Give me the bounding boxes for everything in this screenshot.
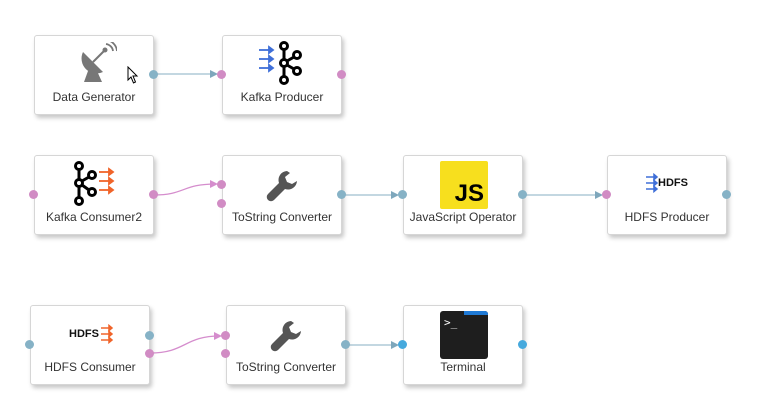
- terminal-icon: >_: [440, 311, 488, 359]
- input-port[interactable]: [398, 340, 407, 349]
- node-label: ToString Converter: [235, 360, 337, 374]
- input-port[interactable]: [221, 349, 230, 358]
- input-port[interactable]: [25, 340, 34, 349]
- output-port[interactable]: [518, 340, 527, 349]
- kafka-producer-icon: [257, 41, 309, 90]
- node-hdfs-consumer[interactable]: HDFS HDFS Consumer: [30, 305, 150, 385]
- output-port[interactable]: [149, 70, 158, 79]
- node-javascript-operator[interactable]: JS JavaScript Operator: [403, 155, 523, 235]
- output-port[interactable]: [337, 70, 346, 79]
- input-port[interactable]: [217, 199, 226, 208]
- input-port[interactable]: [398, 190, 407, 199]
- hdfs-consumer-icon: HDFS: [69, 324, 119, 346]
- output-port[interactable]: [145, 331, 154, 340]
- javascript-icon: JS: [440, 161, 488, 209]
- terminal-prompt: >_: [444, 316, 458, 329]
- node-label: HDFS Consumer: [44, 360, 136, 374]
- node-label: ToString Converter: [231, 210, 333, 224]
- mouse-pointer-icon: [127, 65, 139, 89]
- node-label: Kafka Consumer2: [45, 210, 143, 224]
- node-label: Terminal: [440, 360, 486, 374]
- output-port[interactable]: [149, 190, 158, 199]
- output-port[interactable]: [145, 349, 154, 358]
- node-terminal[interactable]: >_ Terminal: [403, 305, 523, 385]
- hdfs-producer-icon-text: HDFS: [658, 177, 688, 189]
- node-tostring-converter[interactable]: ToString Converter: [222, 155, 342, 235]
- connection-hdfs-consumer-tostring-converter[interactable]: [149, 332, 222, 354]
- node-label: Kafka Producer: [240, 90, 324, 104]
- output-port[interactable]: [518, 190, 527, 199]
- connection-kafka-consumer2-tostring-converter[interactable]: [153, 180, 218, 196]
- satellite-dish-icon: [75, 39, 118, 91]
- hdfs-consumer-icon-text: HDFS: [69, 328, 99, 340]
- hdfs-producer-icon: HDFS: [646, 173, 696, 195]
- node-kafka-consumer2[interactable]: Kafka Consumer2: [34, 155, 154, 235]
- node-label: Data Generator: [52, 90, 136, 104]
- input-port[interactable]: [217, 180, 226, 189]
- node-label: HDFS Producer: [624, 210, 710, 224]
- output-port[interactable]: [341, 340, 350, 349]
- input-port[interactable]: [221, 331, 230, 340]
- wrench-icon: [269, 319, 305, 360]
- output-port[interactable]: [337, 190, 346, 199]
- output-port[interactable]: [722, 190, 731, 199]
- javascript-icon-text: JS: [454, 180, 484, 207]
- node-kafka-producer[interactable]: Kafka Producer: [222, 35, 342, 115]
- kafka-consumer-icon: [71, 161, 121, 212]
- input-port[interactable]: [602, 190, 611, 199]
- node-hdfs-producer[interactable]: HDFS HDFS Producer: [607, 155, 727, 235]
- wrench-icon: [265, 169, 301, 210]
- node-tostring-converter[interactable]: ToString Converter: [226, 305, 346, 385]
- node-label: JavaScript Operator: [409, 210, 517, 224]
- terminal-title-bar: [464, 311, 488, 315]
- input-port[interactable]: [217, 70, 226, 79]
- input-port[interactable]: [29, 190, 38, 199]
